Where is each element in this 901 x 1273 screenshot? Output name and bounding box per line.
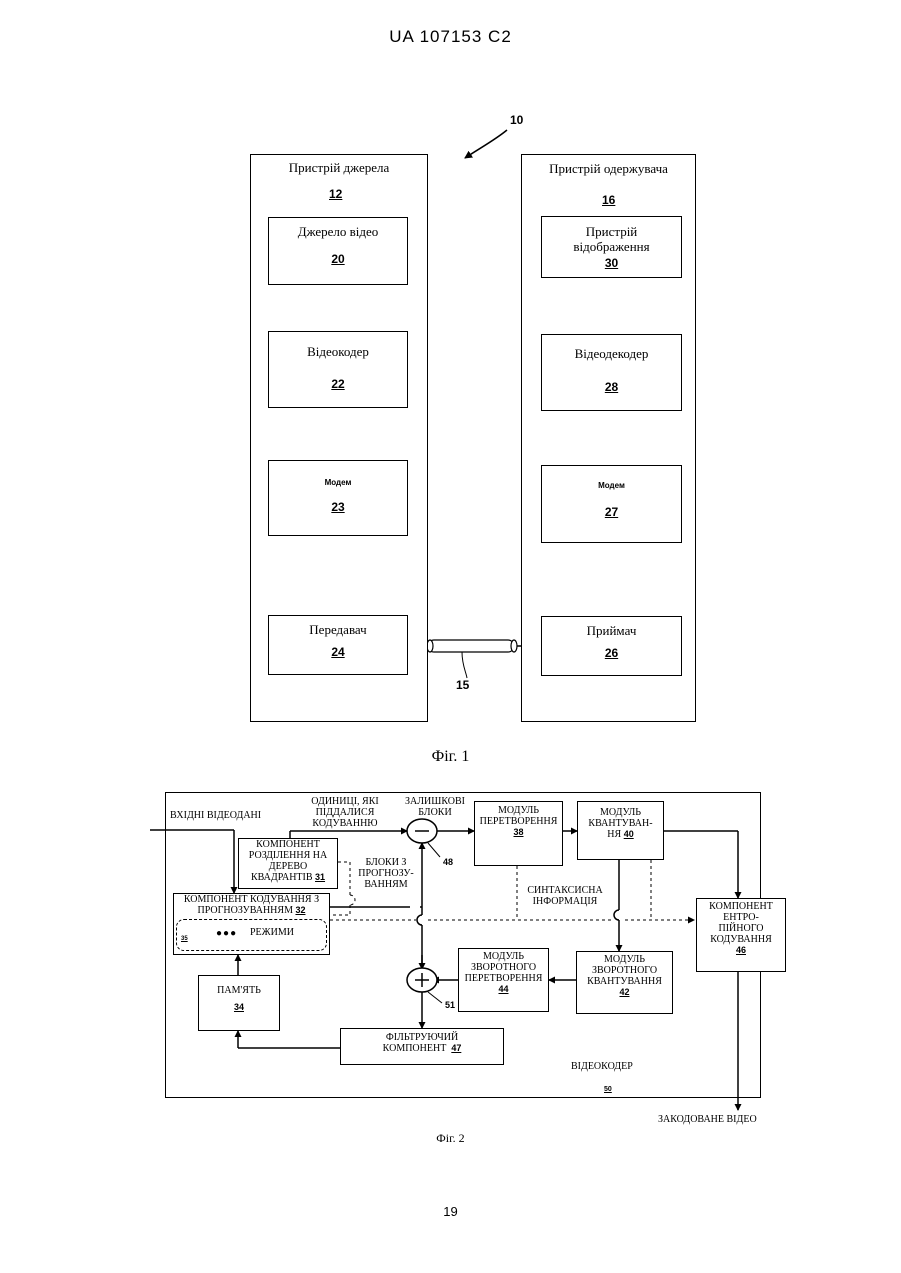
residual-label: ЗАЛИШКОВІ БЛОКИ — [400, 796, 470, 818]
filter-block: ФІЛЬТРУЮЧИЙ КОМПОНЕНТ 47 — [340, 1028, 504, 1065]
partition-line-4: КВАДРАНТІВ 31 — [239, 872, 337, 883]
prediction-line-2: ПРОГНОЗУВАННЯМ 32 — [174, 905, 329, 916]
prediction-line-1: КОМПОНЕНТ КОДУВАННЯ З — [174, 894, 329, 905]
transform-line-1: МОДУЛЬ — [475, 805, 562, 816]
inv-transform-line-1: МОДУЛЬ — [459, 951, 548, 962]
pred-blocks-label-1: БЛОКИ З — [356, 857, 416, 868]
units-label: ОДИНИЦІ, ЯКІ ПІДДАЛИСЯ КОДУВАННЮ — [300, 796, 390, 829]
partition-ref: 31 — [315, 872, 325, 882]
entropy-line-1: КОМПОНЕНТ — [697, 901, 785, 912]
filter-line-1: ФІЛЬТРУЮЧИЙ — [341, 1032, 503, 1043]
entropy-line-4: КОДУВАННЯ — [697, 934, 785, 945]
modes-label: РЕЖИМИ — [250, 927, 294, 938]
pred-blocks-label-2: ПРОГНОЗУ- — [356, 868, 416, 879]
sum-ref-bottom: 51 — [445, 1000, 455, 1010]
memory-ref: 34 — [199, 1002, 279, 1012]
quant-block: МОДУЛЬ КВАНТУВАН- НЯ 40 — [577, 801, 664, 860]
entropy-ref: 46 — [697, 945, 785, 955]
inv-quant-line-3: КВАНТУВАННЯ — [577, 976, 672, 987]
syntax-label-1: СИНТАКСИСНА — [515, 885, 615, 896]
encoder-label: ВІДЕОКОДЕР — [571, 1061, 633, 1072]
entropy-block: КОМПОНЕНТ ЕНТРО- ПІЙНОГО КОДУВАННЯ 46 — [696, 898, 786, 972]
inv-quant-block: МОДУЛЬ ЗВОРОТНОГО КВАНТУВАННЯ 42 — [576, 951, 673, 1014]
inv-transform-line-2: ЗВОРОТНОГО — [459, 962, 548, 973]
partition-line-2: РОЗДІЛЕННЯ НА — [239, 850, 337, 861]
units-label-2: ПІДДАЛИСЯ — [300, 807, 390, 818]
partition-block: КОМПОНЕНТ РОЗДІЛЕННЯ НА ДЕРЕВО КВАДРАНТІ… — [238, 838, 338, 889]
units-label-1: ОДИНИЦІ, ЯКІ — [300, 796, 390, 807]
filter-ref: 47 — [451, 1043, 461, 1053]
quant-line-1: МОДУЛЬ — [578, 807, 663, 818]
filter-line-2: КОМПОНЕНТ 47 — [341, 1043, 503, 1054]
prediction-line-2-text: ПРОГНОЗУВАННЯМ — [198, 905, 293, 916]
residual-label-2: БЛОКИ — [400, 807, 470, 818]
sum-ref-top: 48 — [443, 857, 453, 867]
partition-line-1: КОМПОНЕНТ — [239, 839, 337, 850]
inv-quant-line-2: ЗВОРОТНОГО — [577, 965, 672, 976]
syntax-label-2: ІНФОРМАЦІЯ — [515, 896, 615, 907]
input-label: ВХІДНІ ВІДЕОДАНІ — [170, 810, 261, 821]
page-number: 19 — [0, 1204, 901, 1219]
filter-line-2-text: КОМПОНЕНТ — [383, 1043, 447, 1054]
quant-line-3: НЯ 40 — [578, 829, 663, 840]
syntax-label: СИНТАКСИСНА ІНФОРМАЦІЯ — [515, 885, 615, 907]
prediction-ref: 32 — [295, 905, 305, 915]
inv-transform-ref: 44 — [459, 984, 548, 994]
inv-transform-block: МОДУЛЬ ЗВОРОТНОГО ПЕРЕТВОРЕННЯ 44 — [458, 948, 549, 1012]
inv-quant-ref: 42 — [577, 987, 672, 997]
memory-block: ПАМ'ЯТЬ 34 — [198, 975, 280, 1031]
inv-transform-line-3: ПЕРЕТВОРЕННЯ — [459, 973, 548, 984]
memory-label: ПАМ'ЯТЬ — [199, 985, 279, 996]
modes-ref: 35 — [181, 936, 188, 942]
inv-quant-line-1: МОДУЛЬ — [577, 954, 672, 965]
quant-ref: 40 — [624, 829, 634, 839]
transform-block: МОДУЛЬ ПЕРЕТВОРЕННЯ 38 — [474, 801, 563, 866]
modes-dots: ●●● — [216, 928, 237, 939]
encoder-ref: 50 — [604, 1086, 612, 1093]
residual-label-1: ЗАЛИШКОВІ — [400, 796, 470, 807]
quant-line-3-text: НЯ — [607, 829, 621, 840]
partition-line-3: ДЕРЕВО — [239, 861, 337, 872]
entropy-line-3: ПІЙНОГО — [697, 923, 785, 934]
quant-line-2: КВАНТУВАН- — [578, 818, 663, 829]
partition-line-4-text: КВАДРАНТІВ — [251, 872, 313, 883]
entropy-line-2: ЕНТРО- — [697, 912, 785, 923]
units-label-3: КОДУВАННЮ — [300, 818, 390, 829]
pred-blocks-label-3: ВАННЯМ — [356, 879, 416, 890]
output-label: ЗАКОДОВАНЕ ВІДЕО — [658, 1114, 757, 1125]
transform-line-2: ПЕРЕТВОРЕННЯ — [475, 816, 562, 827]
pred-blocks-label: БЛОКИ З ПРОГНОЗУ- ВАННЯМ — [356, 857, 416, 890]
fig2-caption: Фіг. 2 — [0, 1131, 901, 1146]
transform-ref: 38 — [475, 827, 562, 837]
